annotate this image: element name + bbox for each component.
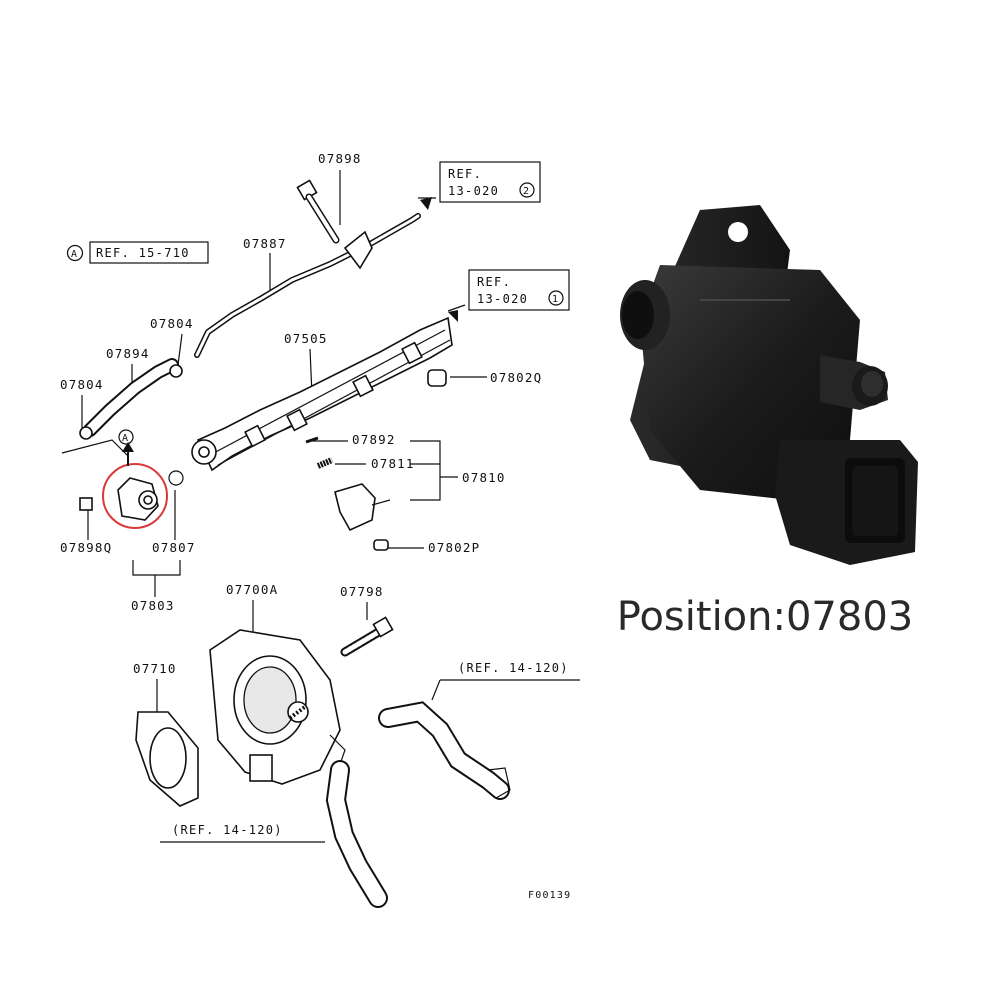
label-07898: 07898 — [318, 151, 362, 166]
idle-air-control-valve-07803: A — [102, 429, 168, 529]
part-07898q — [79, 497, 93, 511]
label-07894: 07894 — [106, 346, 150, 361]
label-07803: 07803 — [131, 598, 175, 613]
svg-text:REF.: REF. — [448, 167, 482, 181]
label-07700a: 07700A — [226, 582, 278, 597]
label-07892: 07892 — [352, 432, 396, 447]
fuel-rail-07505 — [191, 310, 458, 472]
ref-15-710: A REF. 15-710 — [66, 241, 209, 264]
label-07804-left: 07804 — [60, 377, 104, 392]
ref-14-120-bottom: (REF. 14-120) — [172, 823, 283, 837]
label-07887: 07887 — [243, 236, 287, 251]
label-07802q: 07802Q — [490, 370, 542, 385]
marker-a-text: A — [71, 249, 78, 260]
throttle-body-07700a — [209, 629, 346, 785]
hose-07894 — [79, 358, 183, 440]
hose-bottom — [325, 760, 388, 908]
bolt-07798 — [340, 616, 394, 657]
marker-circle-a — [66, 244, 84, 262]
highlight-circle — [102, 463, 168, 529]
label-07811: 07811 — [371, 456, 415, 471]
gasket-07710 — [135, 711, 199, 807]
label-07798: 07798 — [340, 584, 384, 599]
ref-14-120-right: (REF. 14-120) — [458, 661, 569, 675]
oring-07807 — [168, 470, 184, 486]
ref-13-020-1: REF. 13-020 1 — [468, 269, 570, 311]
label-07898q: 07898Q — [60, 540, 112, 555]
marker-circle-a-2 — [118, 429, 134, 445]
label-07710: 07710 — [133, 661, 177, 676]
position-caption: Position:07803 — [616, 594, 914, 640]
svg-text:13-020: 13-020 — [477, 292, 528, 306]
label-07807: 07807 — [152, 540, 196, 555]
product-photo-idle-air-control-valve — [620, 205, 918, 565]
hose-right — [378, 701, 511, 800]
svg-text:1: 1 — [552, 294, 559, 305]
ref-15-710-text: REF. 15-710 — [96, 246, 190, 260]
label-07802p: 07802P — [428, 540, 480, 555]
svg-text:2: 2 — [523, 186, 530, 197]
label-07810: 07810 — [462, 470, 506, 485]
svg-text:REF.: REF. — [477, 275, 511, 289]
bolt-07898 — [296, 179, 340, 244]
injector-07810 — [305, 436, 391, 551]
hose-07887 — [194, 197, 432, 358]
label-07505: 07505 — [284, 331, 328, 346]
svg-text:13-020: 13-020 — [448, 184, 499, 198]
label-07804-top: 07804 — [150, 316, 194, 331]
ref-13-020-2: REF. 13-020 2 — [439, 161, 541, 203]
svg-text:A: A — [122, 433, 129, 444]
label-f00139: F00139 — [528, 890, 571, 901]
seal-07802q — [427, 369, 447, 387]
